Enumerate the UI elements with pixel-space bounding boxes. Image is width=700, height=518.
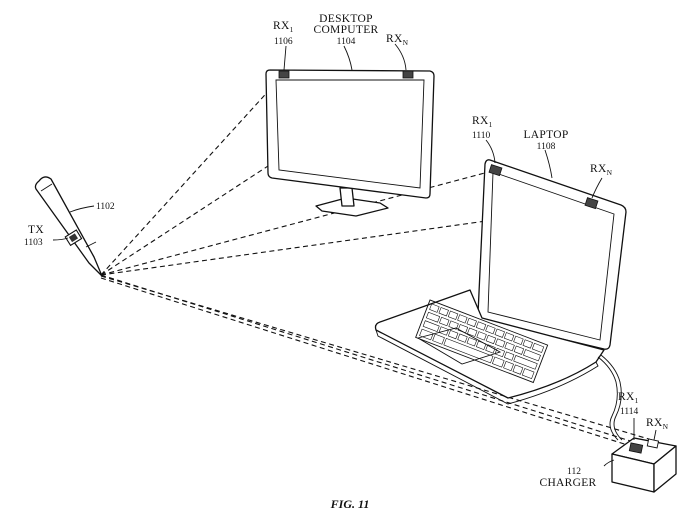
charger [603,418,677,493]
signal-line-laptop-rx1 [100,169,497,276]
stylus-tip-band [85,241,97,248]
charger-rxn-label: RXN [646,417,669,431]
stylus-cap-line [40,183,53,192]
desktop-rxn-leader [394,43,407,71]
laptop-rxn-leader [591,177,603,199]
charger-ref-leader [603,459,615,467]
laptop-lid [477,159,627,350]
laptop-charge-cable-b [600,354,623,441]
signal-line-charger-rx1-b [100,277,641,450]
laptop-rxn-receiver [584,197,599,210]
figure-caption: FIG. 11 [330,497,370,511]
signal-line-laptop-rxn [100,205,594,276]
desktop-rx1-label: RX1 [273,20,294,34]
stylus-tx-inner [68,233,78,243]
laptop-rx1-receiver [488,164,503,177]
laptop-base-edge [375,329,599,405]
laptop-trackpad [416,327,502,365]
laptop [374,139,627,441]
charger-ref-number: 112 [567,467,581,477]
signal-line-charger-rxn [100,275,653,441]
charger-title: CHARGER [539,477,596,489]
desktop-ref-number: 1104 [337,37,356,47]
laptop-rx1-leader [485,139,496,164]
desktop-stand-neck [339,187,355,207]
desktop-rx1-receiver [278,70,290,79]
desktop-ref-leader [343,45,353,71]
charger-rxn-leader [653,429,657,441]
charger-rxn-receiver [646,438,660,449]
charger-rx1-receiver [628,442,644,454]
laptop-screen [487,171,615,341]
stylus-ref-number: 1102 [96,202,115,212]
signal-line-desktop-rx1 [100,74,284,276]
stylus-tx-leader [52,237,69,241]
desktop-title-line1: DESKTOP [319,13,373,25]
stylus-body [34,176,103,277]
laptop-title: LAPTOP [523,129,568,141]
charger-rx1-ref: 1114 [620,407,639,417]
stylus-ref-leader [69,205,95,213]
laptop-keyboard [415,299,549,384]
desktop-rxn-label: RXN [386,33,409,47]
desktop-monitor-body [265,69,435,199]
stylus [34,176,103,277]
desktop-title-line2: COMPUTER [313,24,378,36]
desktop-screen [275,79,425,189]
stylus-tx-ref: 1103 [24,238,43,248]
stylus-tx-label: TX [28,224,44,236]
laptop-rx1-label: RX1 [472,115,493,129]
charger-side [653,445,677,493]
desktop-rx1-leader [283,45,287,71]
charger-rx1-label: RX1 [618,391,639,405]
laptop-rxn-label: RXN [590,163,613,177]
desktop-rx1-ref: 1106 [274,37,293,47]
laptop-rx1-ref: 1110 [472,131,491,141]
laptop-ref-leader [544,149,553,179]
desktop-rxn-receiver [402,70,414,79]
laptop-ref-number: 1108 [537,142,556,152]
desktop-computer [265,43,435,217]
laptop-charge-cable-a [597,356,619,441]
